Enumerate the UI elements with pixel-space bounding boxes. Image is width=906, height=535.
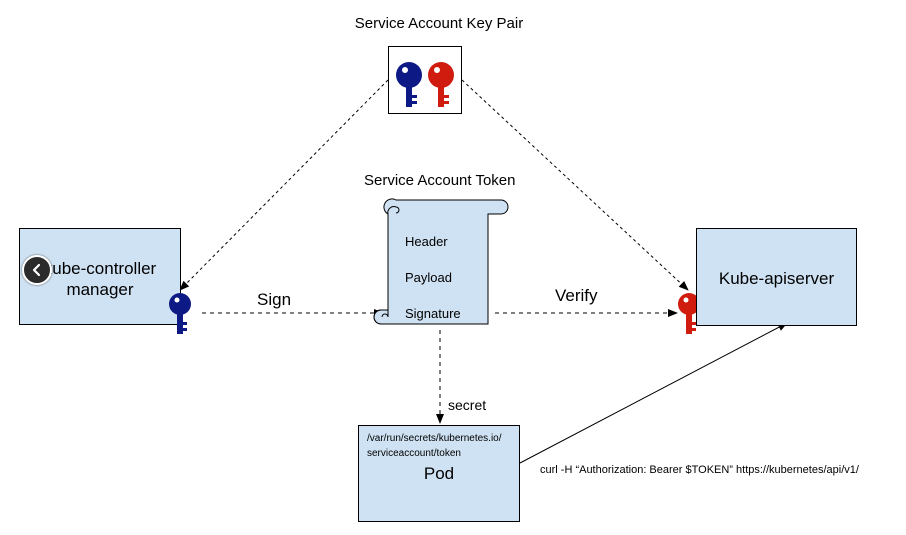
public-key-icon xyxy=(428,62,454,107)
token-field-header: Header xyxy=(405,234,448,249)
pod-box: /var/run/secrets/kubernetes.io/ servicea… xyxy=(358,425,520,522)
kcm-label-line2: manager xyxy=(66,280,134,299)
private-key-icon xyxy=(396,62,422,107)
keypair-icons xyxy=(396,62,454,107)
pod-label: Pod xyxy=(423,464,455,483)
pod-path-line1: /var/run/secrets/kubernetes.io/ xyxy=(367,433,502,444)
token-field-signature: Signature xyxy=(405,306,461,321)
back-arrow-icon xyxy=(32,263,41,277)
back-button[interactable] xyxy=(22,255,52,285)
edge-keypair-to-kcm xyxy=(179,79,389,291)
token-field-payload: Payload xyxy=(405,270,452,285)
kube-apiserver-box: Kube-apiserver xyxy=(696,228,857,326)
edge-curl xyxy=(519,322,788,464)
apiserver-label: Kube-apiserver xyxy=(718,269,835,288)
pod-path-line2: serviceaccount/token xyxy=(367,448,461,459)
token-title: Service Account Token xyxy=(364,172,516,189)
edge-label-secret: secret xyxy=(448,397,487,413)
keypair-title: Service Account Key Pair xyxy=(354,15,524,32)
kube-controller-manager-box: kube-controller manager xyxy=(19,228,181,325)
edge-label-curl: curl -H “Authorization: Bearer $TOKEN” h… xyxy=(540,464,859,476)
keypair-box xyxy=(388,46,462,114)
edge-label-verify: Verify xyxy=(555,286,598,305)
edge-label-sign: Sign xyxy=(257,290,292,309)
kcm-label-line1: kube-controller xyxy=(43,259,157,278)
